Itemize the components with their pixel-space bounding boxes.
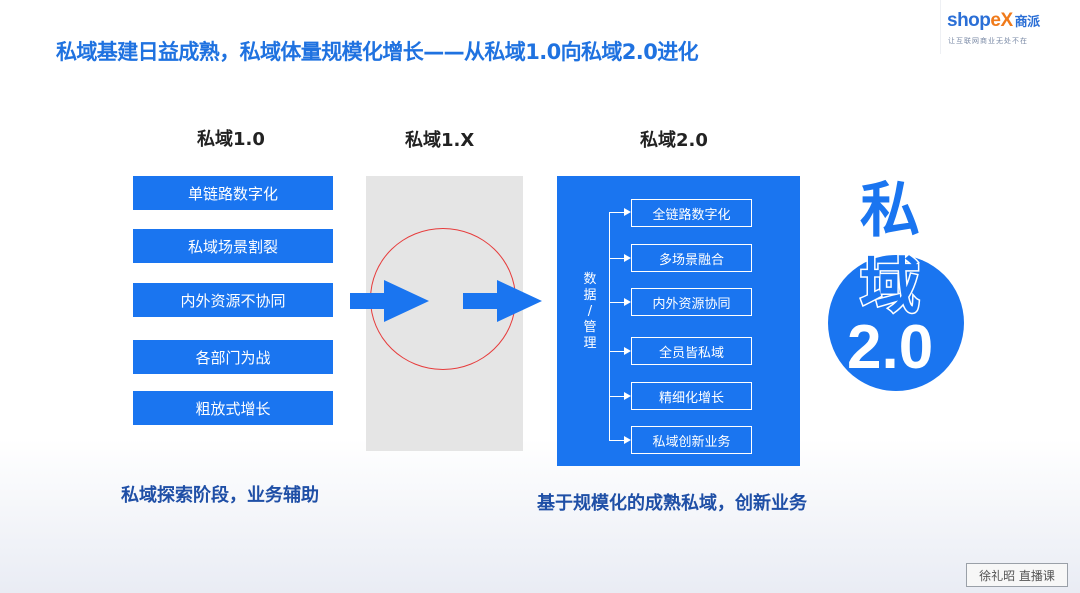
arrow-head-icon xyxy=(624,392,631,400)
logo-tagline: 让互联网商业无处不在 xyxy=(948,37,1028,45)
arrow-head-icon xyxy=(624,347,631,355)
connector-line xyxy=(609,258,627,259)
badge-text-line2: 域 xyxy=(859,251,922,324)
capability-box: 内外资源协同 xyxy=(631,288,752,316)
caption-left: 私域探索阶段，业务辅助 xyxy=(121,485,319,506)
watermark-badge: 徐礼昭 直播课 xyxy=(966,563,1068,587)
slide-title: 私域基建日益成熟，私域体量规模化增长——从私域1.0向私域2.0进化 xyxy=(56,40,699,64)
bracket-line xyxy=(609,212,610,440)
capability-box: 全链路数字化 xyxy=(631,199,752,227)
connector-line xyxy=(609,396,627,397)
arrow-head-icon xyxy=(624,298,631,306)
capability-box: 私域创新业务 xyxy=(631,426,752,454)
capability-box: 精细化增长 xyxy=(631,382,752,410)
connector-line xyxy=(609,440,627,441)
arrow-head-icon xyxy=(624,254,631,262)
left-item-box: 各部门为战 xyxy=(133,340,333,374)
stage-title-1: 私域1.0 xyxy=(197,129,265,150)
connector-line xyxy=(609,302,627,303)
logo-panel xyxy=(940,0,1063,54)
stage-title-1x: 私域1.X xyxy=(405,130,475,151)
private-domain-2-badge xyxy=(828,255,964,391)
arrow-head-icon xyxy=(624,208,631,216)
left-item-box: 粗放式增长 xyxy=(133,391,333,425)
data-management-label: 数 据 / 管 理 xyxy=(583,272,597,351)
right-arrow-icon xyxy=(463,280,542,322)
connector-line xyxy=(609,351,627,352)
right-arrow-icon xyxy=(350,280,429,322)
left-item-box: 单链路数字化 xyxy=(133,176,333,210)
connector-line xyxy=(609,212,627,213)
left-item-box: 私域场景割裂 xyxy=(133,229,333,263)
stage-title-2: 私域2.0 xyxy=(640,130,708,151)
left-item-box: 内外资源不协同 xyxy=(133,283,333,317)
arrow-head-icon xyxy=(624,436,631,444)
capability-box: 全员皆私域 xyxy=(631,337,752,365)
caption-right: 基于规模化的成熟私域，创新业务 xyxy=(537,493,807,514)
capability-box: 多场景融合 xyxy=(631,244,752,272)
badge-text-line1: 私 xyxy=(859,175,922,248)
badge-text-line3: 2.0 xyxy=(847,313,934,382)
private-domain-2-panel xyxy=(557,176,800,466)
